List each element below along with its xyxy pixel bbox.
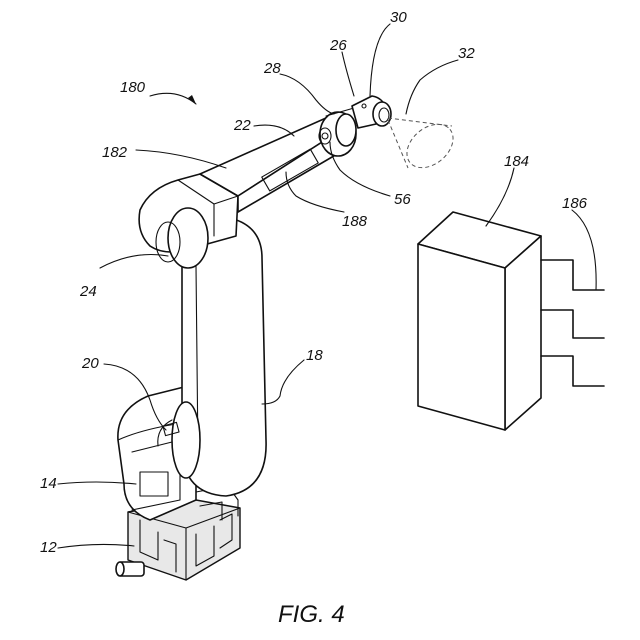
label-18: 18: [306, 347, 323, 364]
controller-cables: [541, 260, 604, 386]
label-12: 12: [40, 539, 57, 556]
label-186: 186: [562, 195, 588, 212]
label-20: 20: [81, 355, 99, 372]
controller-box: [418, 212, 541, 430]
label-14: 14: [40, 475, 57, 492]
label-30: 30: [390, 9, 407, 26]
robot-base: [116, 500, 240, 580]
label-32: 32: [458, 45, 475, 62]
label-24: 24: [79, 283, 97, 300]
end-effector: [352, 96, 391, 128]
label-184: 184: [504, 153, 529, 170]
spray-cone: [388, 115, 461, 176]
wrist: [319, 108, 356, 156]
label-182: 182: [102, 144, 128, 161]
label-188: 188: [342, 213, 368, 230]
label-22: 22: [233, 117, 251, 134]
figure-caption: FIG. 4: [278, 601, 345, 628]
label-56: 56: [394, 191, 411, 208]
label-26: 26: [329, 37, 347, 54]
label-180: 180: [120, 79, 146, 96]
label-28: 28: [263, 60, 281, 77]
